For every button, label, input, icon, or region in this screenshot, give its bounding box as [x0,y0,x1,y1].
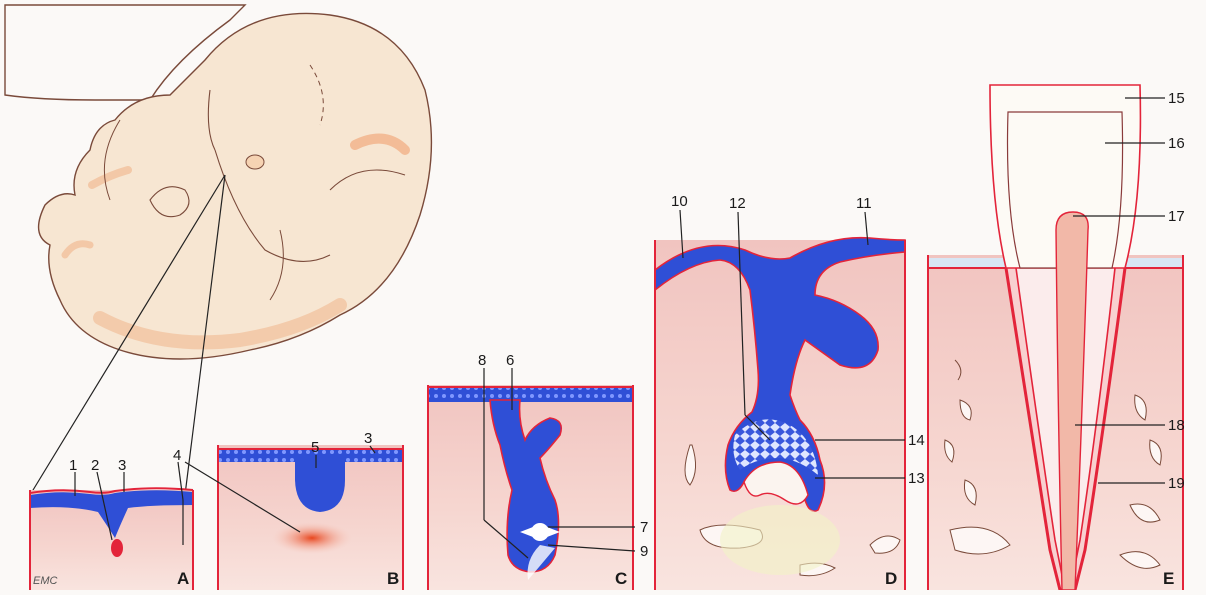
panel-letter-d: D [885,569,897,588]
panel-letter-a: A [177,569,189,588]
label-12: 12 [729,195,746,212]
label-7: 7 [640,519,648,536]
label-5: 5 [311,439,319,456]
label-3-b: 3 [364,430,372,447]
label-14: 14 [908,432,925,449]
label-17: 17 [1168,208,1185,225]
panel-c [428,385,633,590]
panel-letter-b: B [387,569,399,588]
panel-d [655,238,905,590]
label-6: 6 [506,352,514,369]
label-11: 11 [856,195,872,212]
publisher-signature: EMC [33,575,58,587]
panel-e [928,85,1183,590]
embryo-illustration [5,5,431,359]
label-9: 9 [640,543,648,560]
label-10: 10 [671,193,688,210]
label-8: 8 [478,352,486,369]
label-16: 16 [1168,135,1185,152]
label-4: 4 [173,447,181,464]
label-19: 19 [1168,475,1185,492]
label-3: 3 [118,457,126,474]
label-2: 2 [91,457,99,474]
panel-letter-c: C [615,569,627,588]
panel-b [218,445,403,590]
label-1: 1 [69,457,77,474]
label-13: 13 [908,470,925,487]
label-15: 15 [1168,90,1185,107]
label-18: 18 [1168,417,1185,434]
panel-letter-e: E [1163,569,1174,588]
